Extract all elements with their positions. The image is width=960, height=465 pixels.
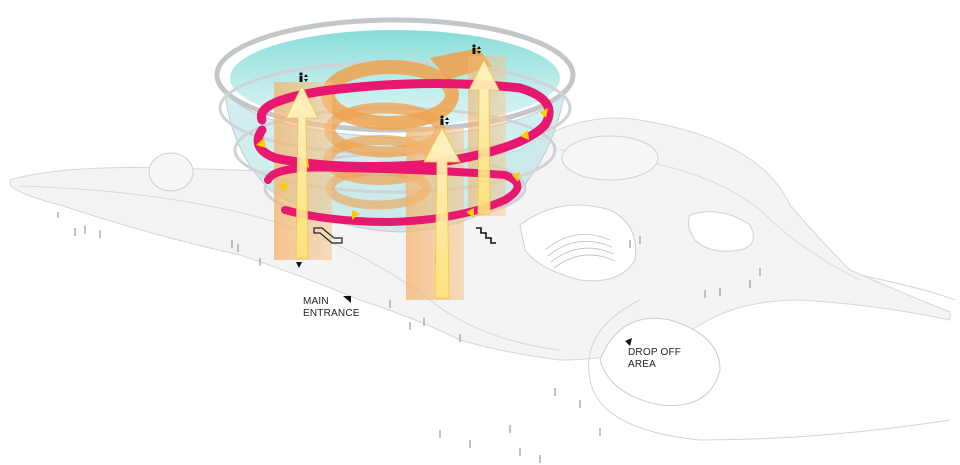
- road-curve: [588, 299, 951, 441]
- main-entrance-label: MAIN ENTRANCE: [303, 296, 360, 320]
- dome-right: [561, 135, 659, 181]
- entrance-triangle-icon: [296, 262, 302, 268]
- drop-off-line1: DROP OFF: [628, 347, 682, 358]
- ramp-loop-upper: [253, 78, 554, 171]
- flow-arrow: [520, 130, 529, 140]
- flow-arrow: [352, 210, 360, 220]
- elevator-icon: [472, 44, 481, 54]
- roof-rim: [214, 17, 576, 133]
- main-entrance-line1: MAIN: [303, 296, 329, 307]
- drop-off-label: DROP OFF AREA: [628, 347, 681, 371]
- flow-arrow: [540, 108, 548, 118]
- vertical-arrows: [285, 59, 500, 299]
- stairs-icon: [476, 227, 496, 244]
- arrow-up-right: [468, 59, 500, 215]
- flow-arrow: [512, 172, 520, 182]
- entrance-triangle-icon: [625, 338, 632, 346]
- courtyard-oval-right: [687, 211, 754, 252]
- drop-off-line2: AREA: [628, 359, 657, 370]
- flow-arrow: [466, 208, 474, 218]
- flow-arrow: [256, 138, 266, 148]
- arrow-up-center: [423, 127, 461, 299]
- dome-left: [148, 152, 194, 192]
- people-figures: [57, 212, 761, 463]
- ramp-loop-lower: [264, 163, 522, 227]
- flow-arrow: [278, 181, 287, 191]
- entrance-triangle-icon: [343, 296, 351, 303]
- site-ground: [9, 117, 956, 441]
- courtyard-amphitheater: [519, 204, 637, 282]
- escalator-icon: [313, 227, 343, 244]
- elevator-icon: [299, 72, 308, 82]
- main-entrance-line2: ENTRANCE: [303, 308, 360, 319]
- amphitheater-seating: [544, 234, 616, 269]
- elevator-icon: [440, 115, 449, 125]
- arrow-up-left: [285, 85, 319, 259]
- road-curve-outer: [859, 274, 956, 301]
